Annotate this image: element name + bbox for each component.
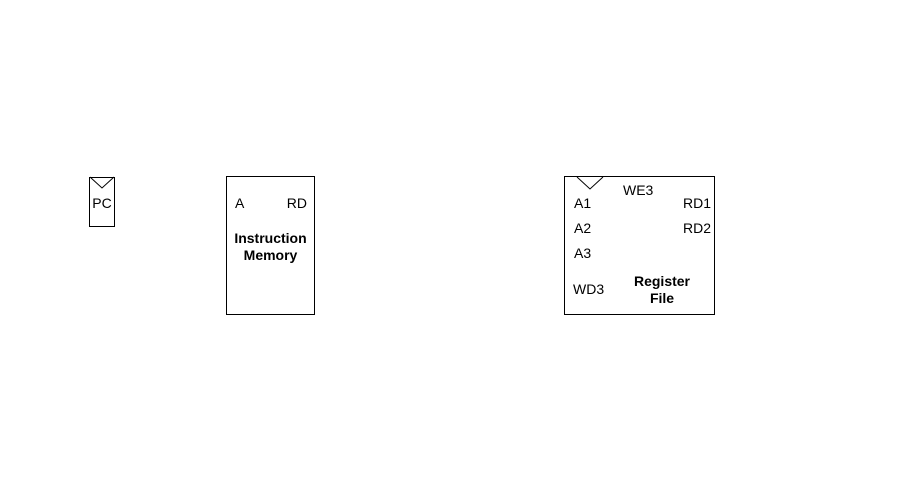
register-file-title-line1: Register [633,273,691,289]
instruction-memory-port-rd: RD [286,195,307,211]
instruction-memory: A RD Instruction Memory [226,176,315,315]
register-file-a1: A1 [574,195,592,211]
pc-register: PC [89,176,115,227]
register-file-clock-triangle-icon [576,176,604,190]
register-file-we3: WE3 [623,182,654,198]
register-file-wd3: WD3 [573,281,605,297]
register-file-title: Register File [627,273,697,307]
register-file-rd2: RD2 [682,220,711,236]
register-file-a3: A3 [574,245,592,261]
instruction-memory-port-a: A [235,195,245,211]
register-file-a2: A2 [574,220,592,236]
pc-label: PC [92,195,112,211]
register-file: WE3 A1 A2 A3 WD3 RD1 RD2 Register File [564,176,715,315]
instruction-memory-title-line2: Memory [243,247,298,263]
register-file-title-line2: File [649,290,675,306]
instruction-memory-title-line1: Instruction [234,230,307,246]
register-file-rd1: RD1 [682,195,711,211]
pc-clock-triangle-icon [89,176,115,189]
instruction-memory-title: Instruction Memory [227,230,314,264]
